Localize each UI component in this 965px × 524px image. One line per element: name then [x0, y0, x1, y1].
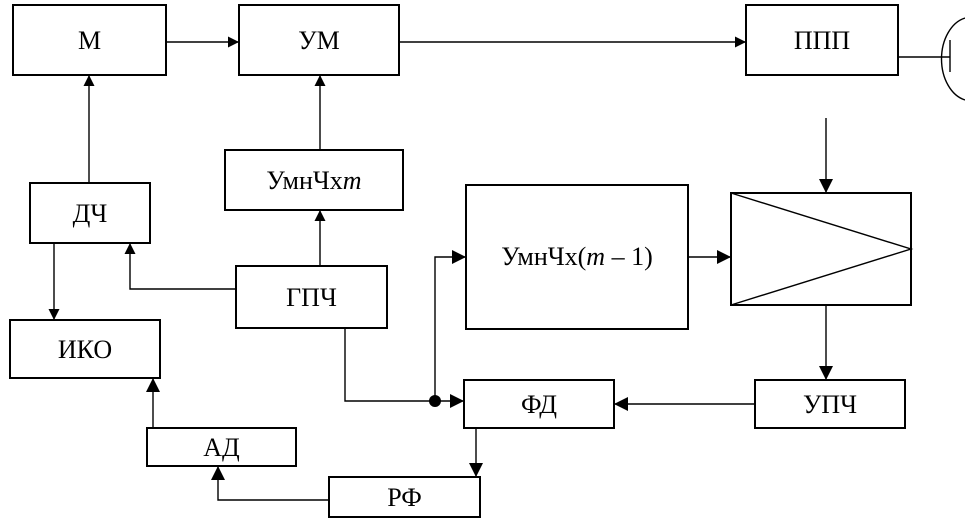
block-iko: ИКО [9, 319, 161, 379]
block-ad: АД [146, 427, 297, 467]
block-iko-label: ИКО [58, 335, 112, 364]
block-upch-label: УПЧ [803, 390, 857, 419]
block-fd: ФД [463, 379, 615, 429]
umnch-m-prefix: УмнЧх [266, 166, 342, 195]
arrow-rf-to-ad [211, 466, 329, 501]
block-ad-label: АД [203, 433, 240, 462]
umnch-m1-prefix: УмнЧх( [501, 242, 586, 271]
block-umnch-m: УмнЧхm [224, 149, 404, 211]
arrow-gpch-to-fd [344, 328, 464, 408]
block-gpch-label: ГПЧ [286, 283, 337, 312]
block-um-label: УМ [298, 26, 340, 55]
mixer-block [730, 192, 914, 306]
umnch-m1-var: m [586, 242, 605, 271]
block-upch: УПЧ [754, 379, 906, 429]
block-dch: ДЧ [29, 182, 151, 244]
block-gpch: ГПЧ [235, 265, 388, 329]
block-m: М [12, 4, 167, 76]
block-ppp: ППП [745, 4, 899, 76]
arrow-junction-to-umnch-m1 [434, 250, 466, 401]
block-dch-label: ДЧ [73, 199, 108, 228]
block-umnch-m1: УмнЧх(m – 1) [465, 184, 689, 330]
umnch-m-var: m [343, 166, 362, 195]
block-fd-label: ФД [521, 390, 557, 419]
block-rf: РФ [328, 476, 481, 518]
block-rf-label: РФ [387, 483, 422, 512]
block-umnch-m-label: УмнЧхm [266, 166, 361, 195]
block-m-label: М [78, 26, 101, 55]
block-um: УМ [238, 4, 400, 76]
umnch-m1-suffix: – 1) [605, 242, 653, 271]
block-ppp-label: ППП [794, 26, 851, 55]
arrow-gpch-to-dch [124, 243, 236, 290]
antenna-icon [898, 17, 965, 101]
triangle-mixer-icon [730, 192, 914, 306]
block-umnch-m1-label: УмнЧх(m – 1) [501, 242, 653, 271]
